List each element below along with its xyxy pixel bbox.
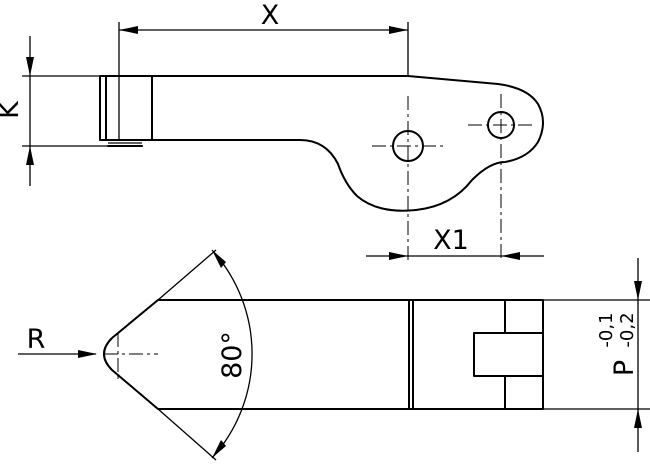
dim-p-arrow-top: [634, 281, 642, 300]
dim-p-tol-lower: -0,2: [617, 312, 638, 347]
dim-p-label: P: [609, 360, 640, 376]
dim-x-arrow-right: [389, 26, 408, 34]
radius-arrow: [78, 350, 97, 358]
dim-p-arrow-bottom: [634, 409, 642, 428]
plan-view: 80° R P -0,1 -0,2: [18, 249, 650, 461]
dim-x1-arrow-right: [501, 252, 520, 260]
dim-x-arrow-left: [119, 26, 138, 34]
dim-x1-arrow-left: [389, 252, 408, 260]
dim-k-label: K: [0, 100, 25, 119]
side-view-outline: [99, 75, 544, 212]
angle-label: 80°: [217, 331, 248, 379]
dim-p-tol-upper: -0,1: [596, 312, 617, 347]
dim-x1-label: X1: [433, 225, 469, 256]
plan-view-slot: [473, 299, 506, 410]
dim-k-arrow-bottom: [26, 146, 34, 165]
dim-k-arrow-top: [26, 57, 34, 76]
angle-arrow-top: [212, 250, 226, 268]
plan-view-outline: [103, 299, 544, 410]
angle-arc: [211, 249, 253, 459]
side-view: X K X1: [0, 0, 544, 262]
radius-label: R: [27, 324, 46, 355]
angle-arrow-bottom: [212, 440, 226, 458]
angle-ext-bottom: [157, 408, 217, 461]
dim-x-label: X: [261, 0, 280, 31]
angle-ext-top: [157, 249, 217, 301]
